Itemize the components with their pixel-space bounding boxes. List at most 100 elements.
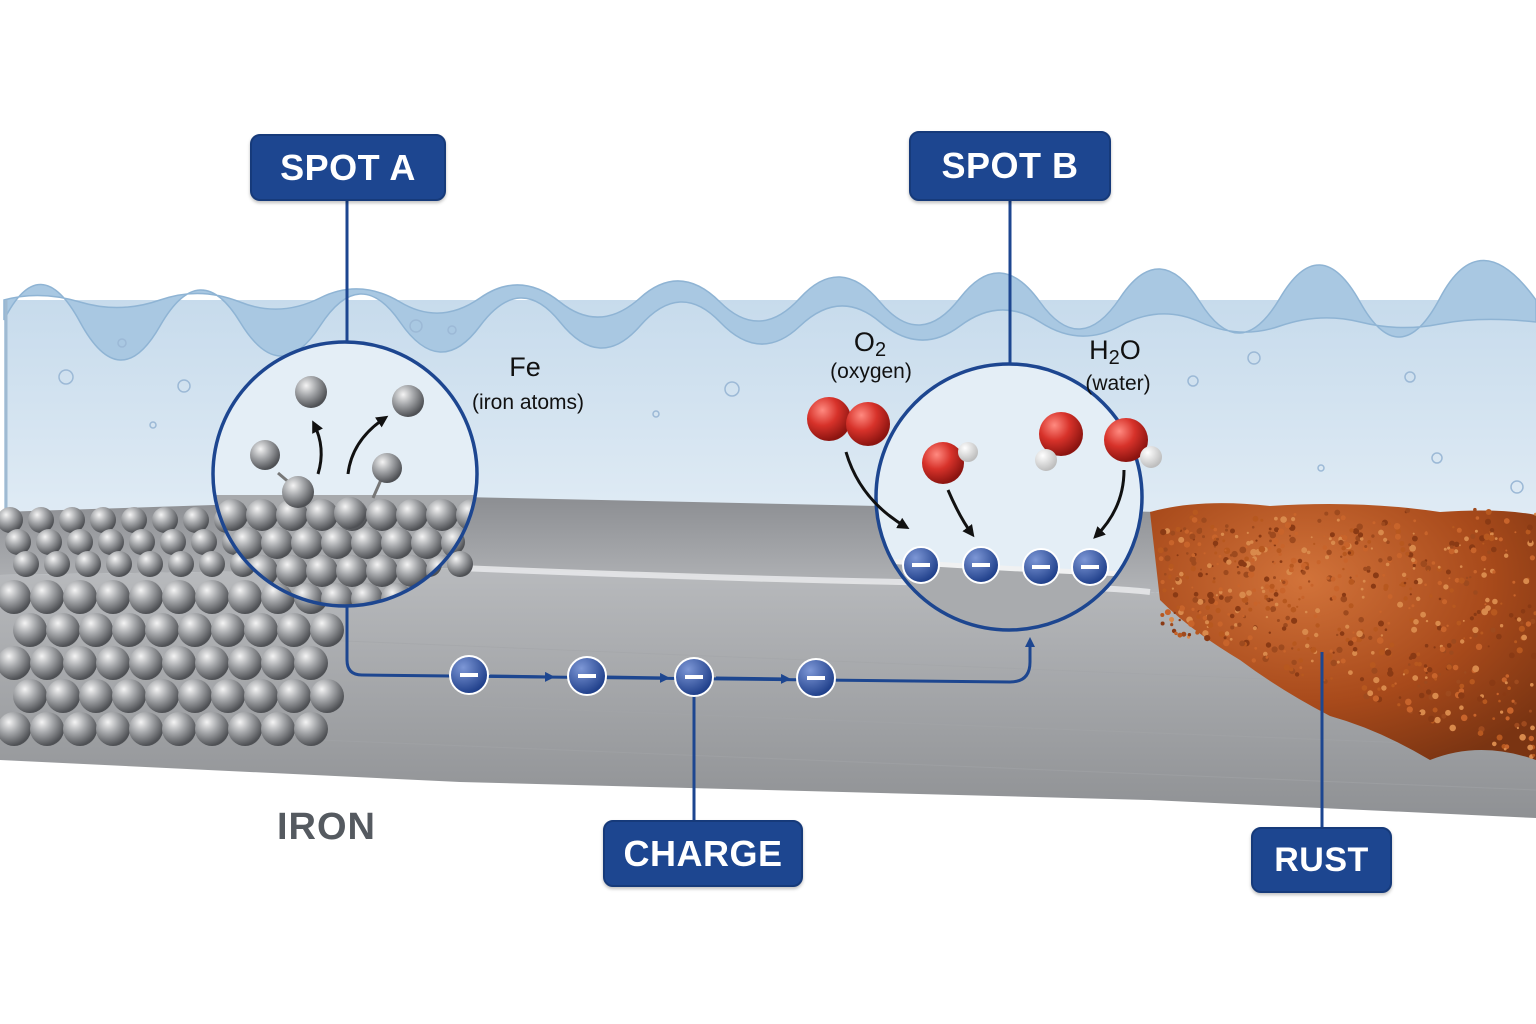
rust-particle bbox=[1437, 580, 1443, 586]
rust-particle bbox=[1244, 556, 1249, 562]
rust-particle bbox=[1206, 614, 1213, 621]
rust-particle bbox=[1229, 613, 1235, 619]
electron bbox=[567, 656, 607, 696]
rust-particle bbox=[1298, 598, 1301, 601]
rust-particle bbox=[1342, 567, 1345, 571]
rust-particle bbox=[1242, 614, 1245, 618]
iron-atom bbox=[228, 580, 262, 614]
rust-particle bbox=[1496, 633, 1502, 640]
rust-particle bbox=[1473, 713, 1477, 717]
rust-particle bbox=[1280, 516, 1287, 523]
rust-particle bbox=[1527, 604, 1532, 609]
rust-particle bbox=[1340, 555, 1343, 558]
rust-particle bbox=[1348, 579, 1355, 585]
electron-flow bbox=[345, 606, 1035, 698]
iron-atom bbox=[426, 499, 458, 531]
rust-particle bbox=[1283, 650, 1286, 653]
rust-particle bbox=[1332, 651, 1335, 654]
rust-particle bbox=[1378, 620, 1384, 627]
iron-atom bbox=[106, 551, 132, 577]
rust-particle bbox=[1340, 658, 1346, 664]
rust-particle bbox=[1448, 577, 1451, 580]
rust-particle bbox=[1258, 534, 1262, 538]
rust-particle bbox=[1216, 562, 1219, 566]
rust-particle bbox=[1472, 626, 1479, 634]
rust-particle bbox=[1425, 689, 1432, 695]
rust-particle bbox=[1348, 670, 1353, 675]
rust-particle bbox=[1325, 555, 1329, 560]
rust-particle bbox=[1248, 607, 1253, 612]
iron-atom bbox=[96, 646, 130, 680]
rust-particle bbox=[1297, 558, 1303, 564]
iron-atom bbox=[366, 499, 398, 531]
rust-particle bbox=[1452, 604, 1456, 608]
rust-particle bbox=[1265, 656, 1269, 659]
rust-particle bbox=[1213, 527, 1218, 532]
iron-atom bbox=[381, 527, 413, 559]
iron-atom bbox=[447, 551, 473, 577]
rust-particle bbox=[1356, 523, 1363, 530]
rust-particle bbox=[1521, 721, 1527, 727]
rust-particle bbox=[1183, 527, 1187, 531]
rust-particle bbox=[1381, 521, 1386, 526]
rust-particle bbox=[1435, 620, 1441, 627]
rust-particle bbox=[1298, 586, 1303, 590]
rust-particle bbox=[1202, 630, 1209, 637]
rust-particle bbox=[1315, 623, 1320, 628]
rust-particle bbox=[1373, 677, 1380, 684]
iron-atom bbox=[36, 529, 62, 555]
iron-atom bbox=[211, 679, 245, 713]
rust-particle bbox=[1224, 549, 1227, 552]
rust-particle bbox=[1514, 722, 1520, 728]
rust-particle bbox=[1448, 548, 1455, 555]
rust-particle bbox=[1387, 670, 1394, 677]
iron-atom bbox=[5, 529, 31, 555]
rust-particle bbox=[1456, 620, 1462, 626]
rust-particle bbox=[1175, 576, 1180, 582]
rust-particle bbox=[1513, 701, 1517, 705]
rust-particle bbox=[1395, 528, 1402, 535]
rust-particle bbox=[1157, 547, 1164, 554]
rust-particle bbox=[1418, 692, 1425, 699]
bubbles bbox=[58, 319, 1524, 494]
rust-particle bbox=[1408, 607, 1411, 610]
rust-particle bbox=[1413, 619, 1419, 625]
rust-particle bbox=[1325, 653, 1333, 660]
rust-particle bbox=[1409, 618, 1414, 623]
rust-particle bbox=[1196, 614, 1201, 619]
iron-atom bbox=[145, 613, 179, 647]
rust-particle bbox=[1270, 598, 1274, 602]
rust-particle bbox=[1425, 565, 1432, 572]
rust-particle bbox=[1504, 681, 1508, 685]
rust-particle bbox=[1397, 601, 1404, 608]
iron-atom bbox=[145, 679, 179, 713]
rust-particle bbox=[1211, 565, 1214, 568]
charge-callout: CHARGE bbox=[603, 820, 803, 887]
water-o-symbol: O bbox=[1119, 335, 1141, 365]
rust-particle bbox=[1185, 575, 1189, 580]
rust-particle bbox=[1372, 695, 1379, 702]
rust-particle bbox=[1189, 533, 1196, 540]
iron-atom bbox=[129, 529, 155, 555]
rust-particle bbox=[1505, 549, 1508, 552]
rust-particle bbox=[1460, 639, 1465, 644]
rust-particle bbox=[1489, 679, 1496, 686]
iron-atom bbox=[0, 712, 31, 746]
rust-particle bbox=[1178, 618, 1181, 622]
rust-particle bbox=[1296, 605, 1299, 608]
rust-particle bbox=[1277, 528, 1285, 535]
rust-particle bbox=[1370, 547, 1373, 550]
rust-particle bbox=[1481, 572, 1487, 578]
rust-particle bbox=[1423, 664, 1428, 668]
rust-particle bbox=[1359, 537, 1364, 541]
rust-particle bbox=[1513, 594, 1516, 597]
rust-particle bbox=[1181, 631, 1187, 637]
rust-particle bbox=[1454, 577, 1460, 583]
rust-particle bbox=[1449, 650, 1454, 655]
rust-particle bbox=[1402, 673, 1405, 676]
rust-particle bbox=[1310, 583, 1314, 587]
rust-particle bbox=[1271, 538, 1279, 545]
rust-particle bbox=[1518, 625, 1525, 632]
rust-particle bbox=[1353, 528, 1360, 535]
rust-particle bbox=[1405, 508, 1411, 513]
